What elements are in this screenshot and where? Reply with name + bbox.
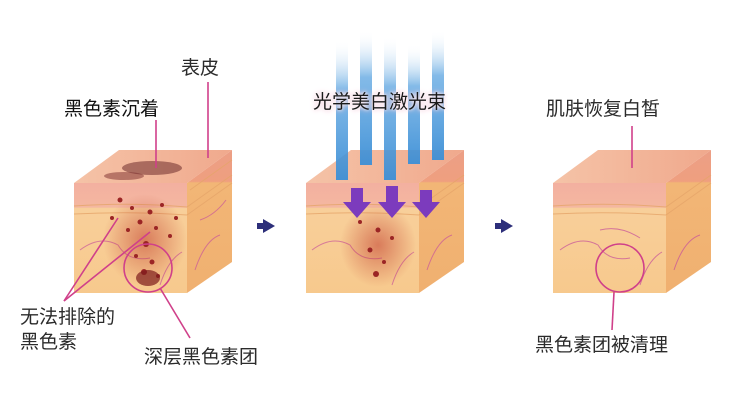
melanin-cleared-label: 黑色素团被清理: [535, 334, 669, 356]
deep-melanin-cluster: [136, 270, 160, 286]
melanin-dots: [358, 220, 394, 277]
skin-cube-before: [73, 150, 233, 293]
laser-arrows: [343, 186, 440, 218]
skin-cube-after: [552, 150, 712, 293]
laser-beam: [336, 40, 348, 180]
surface-pigment-spot: [104, 172, 144, 180]
vein-lines: [559, 228, 701, 286]
laser-beam: [432, 30, 444, 160]
laser-beams: [336, 30, 444, 180]
laser-arrow-icon: [343, 188, 371, 218]
cube-front-face: [553, 183, 666, 293]
deep-melanin-circle: [123, 243, 173, 293]
laser-beam: [384, 36, 396, 180]
deep-melanin-label: 深层黑色素团: [144, 346, 259, 368]
epidermis-label: 表皮: [181, 57, 220, 79]
dermis-layer-lines: [552, 174, 712, 216]
skin-restored-label: 肌肤恢复白皙: [546, 98, 661, 120]
panel3-pointers: [595, 126, 645, 331]
laser-beam: [360, 30, 372, 165]
cube-side-face: [666, 150, 711, 293]
cube-side-face: [419, 150, 464, 293]
cube-side-face: [187, 150, 232, 293]
unremovable-pointer: [63, 217, 119, 302]
pigmentation-label: 黑色素沉着: [64, 98, 160, 120]
unremovable-pointer: [63, 231, 151, 302]
laser-beam-label: 光学美白激光束: [313, 91, 447, 113]
melanin-cloud: [340, 203, 416, 287]
surface-pigment-spot: [122, 161, 182, 175]
panel1-pointers: [63, 82, 209, 339]
cleared-pointer: [611, 291, 615, 331]
step-arrow-tail: [495, 223, 501, 229]
step-arrow-tail: [257, 223, 263, 229]
step-arrow-icon: [501, 219, 513, 233]
laser-beam: [408, 44, 420, 164]
step-arrow-icon: [263, 219, 275, 233]
deep-melanin-pointer: [159, 287, 191, 339]
laser-arrow-icon: [378, 186, 406, 218]
unremovable-melanin-label: 无法排除的 黑色素: [20, 306, 116, 353]
cleared-melanin-circle: [595, 243, 645, 293]
laser-arrow-icon: [412, 190, 440, 218]
